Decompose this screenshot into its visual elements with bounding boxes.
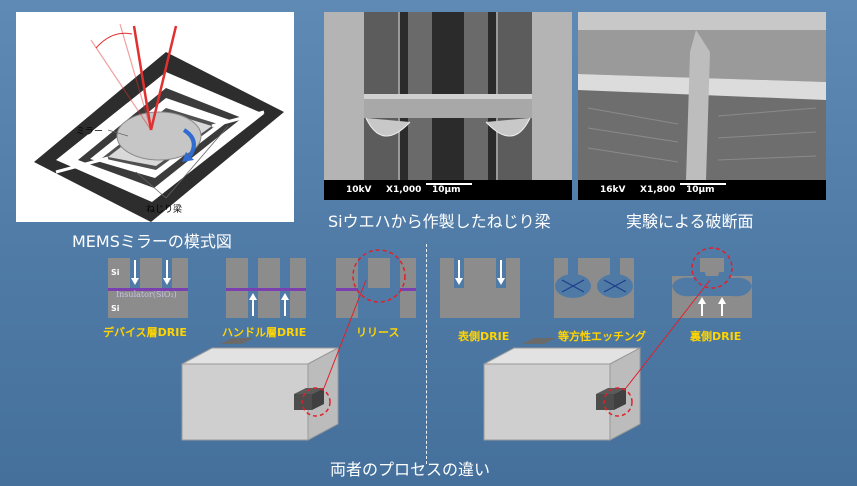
left-step1-label: デバイス層DRIE bbox=[103, 326, 187, 339]
sem-fracture-panel: 16kV X1,800 10μm bbox=[578, 12, 826, 200]
process-difference-caption: 両者のプロセスの違い bbox=[330, 460, 491, 479]
sem1-magnification: X1,000 bbox=[386, 185, 422, 195]
sem1-info-bar: 10kV X1,000 10μm bbox=[324, 180, 572, 200]
mems-schematic-drawing bbox=[34, 23, 284, 222]
mirror-label: ミラー bbox=[76, 127, 104, 137]
sem1-scale-bar bbox=[426, 183, 472, 185]
sem-fracture-caption: 実験による破断面 bbox=[626, 212, 754, 231]
sem-torsion-beam-image bbox=[324, 12, 572, 180]
sem2-scale-bar bbox=[680, 183, 726, 185]
sem2-scale-label: 10μm bbox=[686, 185, 715, 195]
sem2-magnification: X1,800 bbox=[640, 185, 676, 195]
sem2-info-bar: 16kV X1,800 10μm bbox=[578, 180, 826, 200]
sem1-voltage: 10kV bbox=[346, 185, 372, 195]
layer-si-bottom-label: Si bbox=[111, 304, 120, 313]
mems-schematic-caption: MEMSミラーの模式図 bbox=[72, 232, 232, 251]
right-step3-back-drie bbox=[672, 247, 752, 318]
mems-schematic-panel: ミラー ねじり梁 bbox=[16, 12, 294, 222]
torsion-beam-label: ねじり梁 bbox=[146, 205, 183, 215]
right-step1-label: 表側DRIE bbox=[458, 330, 510, 343]
right-step2-label: 等方性エッチング bbox=[558, 330, 646, 343]
left-3d-block bbox=[181, 279, 367, 441]
left-step2-handle-drie bbox=[226, 258, 306, 318]
sem-fracture-image bbox=[578, 12, 826, 180]
process-divider bbox=[426, 244, 427, 464]
sem-torsion-beam-caption: Siウエハから作製したねじり梁 bbox=[328, 212, 551, 231]
right-step1-front-drie bbox=[440, 258, 520, 318]
right-step3-label: 裏側DRIE bbox=[690, 330, 742, 343]
left-step1-device-drie bbox=[108, 258, 188, 318]
left-step2-label: ハンドル層DRIE bbox=[222, 326, 307, 339]
layer-insulator-label: Insulator(SiO₂) bbox=[116, 290, 177, 299]
sem-torsion-beam-panel: 10kV X1,000 10μm bbox=[324, 12, 572, 200]
right-3d-block bbox=[483, 279, 711, 441]
sem2-voltage: 16kV bbox=[600, 185, 626, 195]
layer-si-top-label: Si bbox=[111, 268, 120, 277]
left-step3-label: リリース bbox=[356, 326, 400, 339]
right-step2-isotropic-etch bbox=[554, 258, 634, 318]
sem1-scale-label: 10μm bbox=[432, 185, 461, 195]
left-step3-release bbox=[336, 249, 416, 318]
